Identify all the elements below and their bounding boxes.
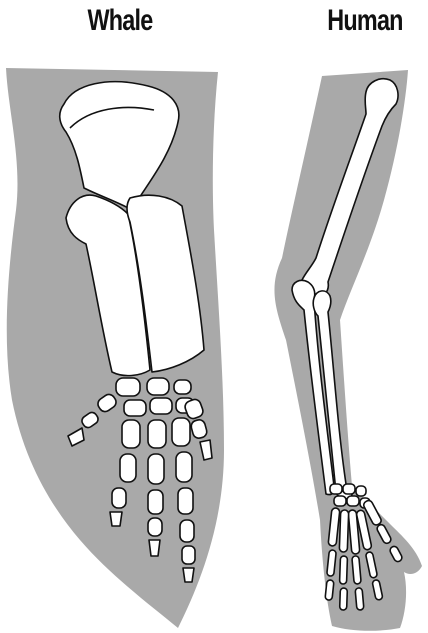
whale-phalanx [183, 568, 194, 582]
whale-carpal [147, 378, 169, 395]
whale-carpal [174, 380, 191, 394]
human-phalanx [340, 556, 348, 584]
whale-phalanx [176, 452, 192, 482]
whale-carpal [116, 378, 140, 396]
whale-phalanx [182, 546, 195, 564]
human-carpal [343, 484, 355, 494]
whale-phalanx [178, 488, 193, 514]
whale-phalanx [180, 520, 194, 542]
human-phalanx [340, 588, 348, 610]
human-digit-ring [339, 510, 348, 610]
human-carpal [330, 484, 342, 494]
whale-carpal [150, 398, 172, 414]
whale-phalanx [110, 512, 122, 526]
whale-phalanx [172, 418, 190, 446]
human-carpal [347, 496, 359, 506]
whale-phalanx [122, 420, 140, 448]
whale-phalanx [148, 490, 163, 514]
human-phalanx [352, 556, 361, 585]
whale-phalanx [148, 454, 164, 484]
whale-phalanx [120, 454, 136, 482]
human-phalanx [355, 588, 364, 611]
whale-phalanx [148, 518, 162, 536]
human-phalanx [325, 580, 334, 601]
human-carpal [356, 486, 366, 496]
whale-phalanx [148, 420, 166, 448]
whale-phalanx [112, 488, 126, 508]
human-carpal [334, 496, 346, 506]
human-phalanx [339, 510, 348, 552]
whale-flipper [6, 68, 224, 628]
whale-carpal [124, 400, 146, 416]
human-arm [274, 70, 422, 631]
whale-phalanx [149, 540, 160, 556]
